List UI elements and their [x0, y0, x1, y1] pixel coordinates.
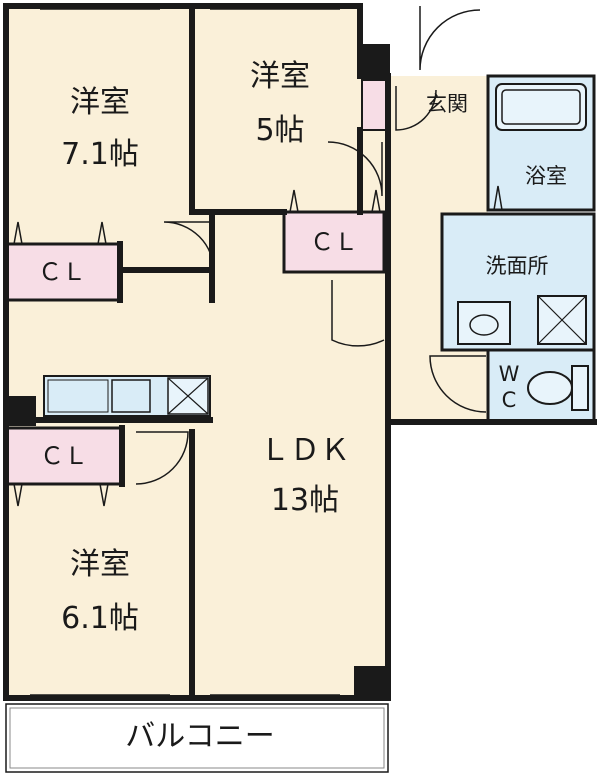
- ldk-size: 13帖: [270, 483, 340, 518]
- toilet-icon: [527, 365, 589, 411]
- closet-b-label: ＣＬ: [310, 228, 358, 256]
- balcony-area: [5, 703, 389, 773]
- wc-label-c: C: [501, 388, 517, 412]
- bedroom-c-name: 洋室: [70, 547, 130, 582]
- balcony-label: バルコニー: [125, 719, 275, 754]
- bedroom-b-floor: [192, 6, 360, 212]
- bathtub-icon: [495, 83, 587, 131]
- wc-label-w: W: [498, 362, 520, 386]
- bath-label: 浴室: [525, 164, 567, 188]
- shoe-closet-area: [361, 79, 389, 131]
- closet-b-area: [282, 210, 386, 274]
- bedroom-a-name: 洋室: [70, 85, 130, 120]
- kitchen-counter: [43, 375, 211, 417]
- closet-c-area: [4, 426, 124, 486]
- bedroom-c-size: 6.1帖: [61, 601, 139, 636]
- sink-icon: [111, 379, 151, 413]
- ldk-name: ＬＤＫ: [260, 433, 350, 468]
- bedroom-a-size: 7.1帖: [61, 137, 139, 172]
- bedroom-a-floor: [6, 6, 192, 246]
- bedroom-b-size: 5帖: [255, 113, 305, 148]
- closet-a-label: ＣＬ: [38, 258, 86, 286]
- washroom-label: 洗面所: [485, 254, 549, 278]
- closet-a-area: [4, 242, 122, 302]
- washbasin-icon: [457, 301, 511, 345]
- closet-c-label: ＣＬ: [40, 442, 88, 470]
- bedroom-b-name: 洋室: [250, 59, 310, 94]
- entrance-label: 玄関: [426, 92, 468, 116]
